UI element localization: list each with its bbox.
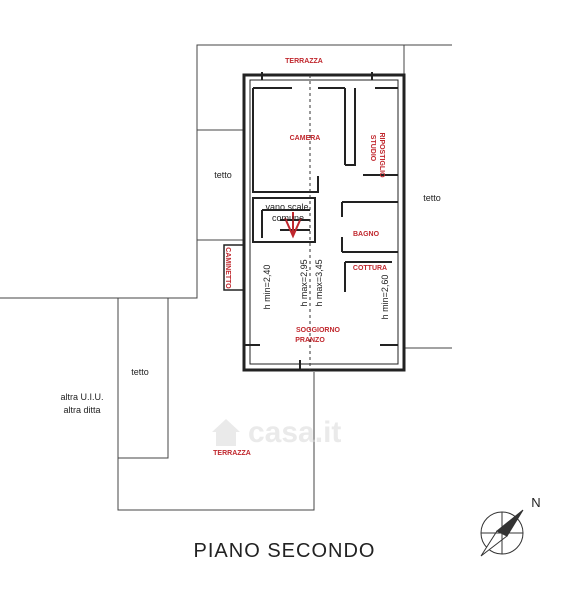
- label-h-min-right: h min=2,60: [380, 275, 390, 320]
- label-soggiorno: SOGGIORNO: [296, 327, 341, 334]
- compass-north-label: N: [531, 495, 540, 510]
- label-altra-ditta: altra ditta: [63, 405, 100, 415]
- label-comune: comune: [272, 213, 304, 223]
- apartment-walls: [242, 73, 406, 372]
- label-terrazza-top: TERRAZZA: [285, 58, 323, 65]
- label-h-max-2: h max=3,45: [314, 259, 324, 306]
- entry-arrow-icon: [284, 212, 302, 239]
- label-terrazza-bottom: TERRAZZA: [213, 450, 251, 457]
- label-tetto-left: tetto: [214, 170, 232, 180]
- label-ripostiglio: RIPOSTIGLIO: [378, 132, 385, 178]
- wall-ticks: [243, 72, 373, 370]
- label-cottura: COTTURA: [353, 265, 387, 272]
- label-tetto-right: tetto: [423, 193, 441, 203]
- label-camera: CAMERA: [290, 135, 321, 142]
- label-bagno: BAGNO: [353, 231, 380, 238]
- watermark-text: casa.it: [248, 416, 342, 449]
- watermark: casa.it: [208, 414, 378, 454]
- compass-icon: [480, 509, 524, 557]
- house-logo-icon: [212, 419, 240, 446]
- floor-title: PIANO SECONDO: [193, 540, 376, 562]
- label-h-max-1: h max=2,95: [299, 259, 309, 306]
- label-tetto-lower: tetto: [131, 367, 149, 377]
- label-caminetto: CAMINETTO: [224, 247, 231, 289]
- label-h-min-left: h min=2,40: [262, 265, 272, 310]
- label-studio: STUDIO: [369, 135, 376, 162]
- label-vano-scale: vano scale: [265, 202, 308, 212]
- label-altra-uiu: altra U.I.U.: [60, 392, 103, 402]
- label-pranzo: PRANZO: [295, 337, 325, 344]
